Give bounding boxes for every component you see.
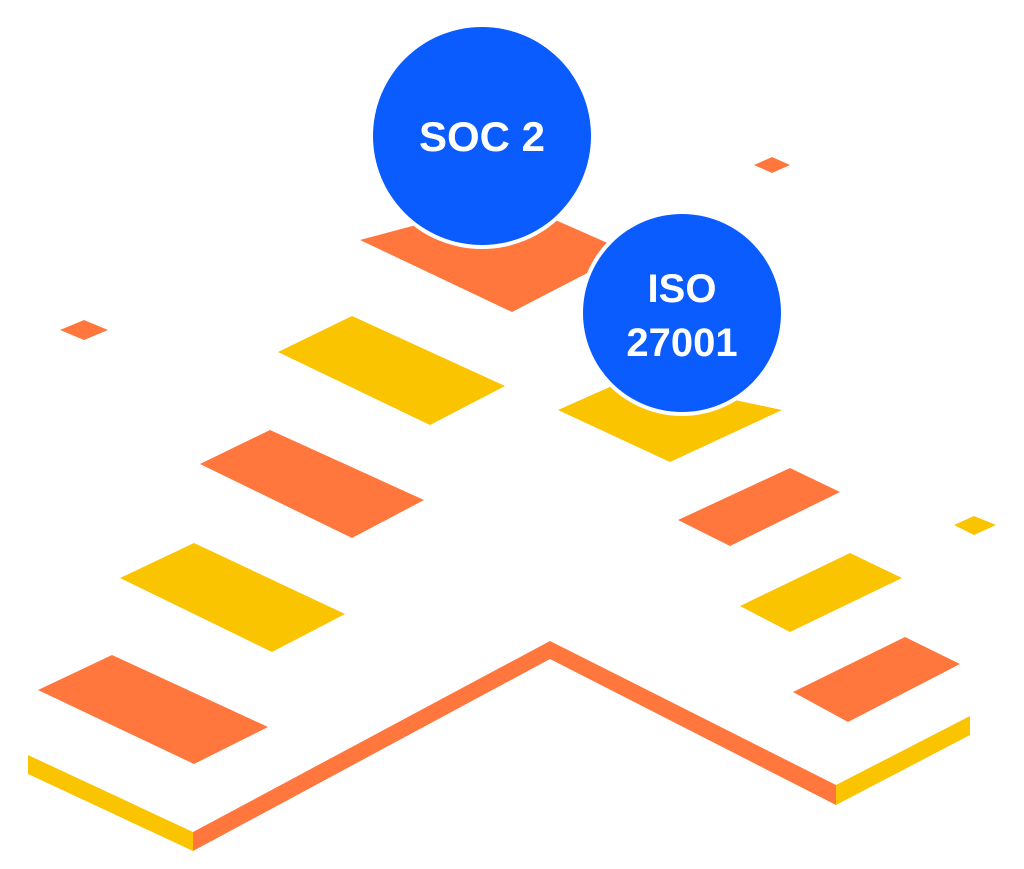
soc2-badge-circle: [373, 27, 591, 245]
iso-badge-label-line1: ISO: [648, 267, 717, 311]
tile-orange-2: [38, 655, 268, 764]
tile-orange-r1: [678, 468, 840, 546]
left-arm-tiles: [38, 200, 628, 764]
platform-edge-left-yellow: [28, 755, 193, 851]
tile-yellow-r2: [740, 553, 902, 632]
tile-orange-r3: [793, 637, 960, 722]
floating-tiles: [60, 157, 996, 535]
platform-edge-left-orange: [193, 641, 550, 851]
floating-tile-orange-top-right: [754, 157, 790, 173]
iso-badge: ISO 27001: [579, 210, 785, 416]
platform-edge-right-orange: [550, 641, 836, 805]
soc2-badge-label: SOC 2: [419, 113, 545, 160]
tile-yellow-2: [120, 543, 345, 652]
iso-badge-label-line2: 27001: [626, 321, 737, 365]
right-arm-tiles: [558, 378, 960, 722]
iso-badge-circle: [583, 214, 781, 412]
platform-edge-right-yellow: [836, 716, 970, 805]
floating-tile-orange-left: [60, 320, 108, 340]
tile-yellow-1: [278, 316, 505, 425]
tile-orange-1: [200, 430, 424, 538]
soc2-badge: SOC 2: [369, 23, 595, 249]
platform-edges: [28, 641, 970, 851]
floating-tile-yellow-right: [954, 516, 996, 535]
